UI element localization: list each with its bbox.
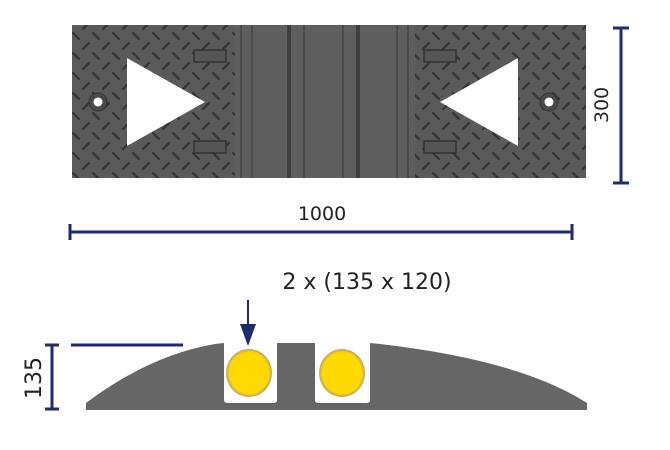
height-label: 300 <box>591 87 613 123</box>
left-bolt-hole-icon <box>88 92 108 112</box>
width-dimension <box>68 224 574 240</box>
side-view <box>86 343 587 410</box>
width-label: 1000 <box>298 203 346 225</box>
channel-arrow-icon <box>240 300 256 346</box>
connector-slots <box>193 49 457 154</box>
top-view <box>72 25 586 178</box>
cable-2 <box>319 349 365 397</box>
left-direction-triangle-icon <box>127 58 205 146</box>
side-profile-body <box>86 343 587 410</box>
side-height-label: 135 <box>22 357 47 399</box>
height-dimension <box>613 26 629 185</box>
channel-size-label: 2 x (135 x 120) <box>282 270 451 295</box>
cable-1 <box>226 349 272 397</box>
right-direction-triangle-icon <box>440 58 518 146</box>
right-bolt-hole-icon <box>539 92 559 112</box>
center-channel-grooves <box>240 25 409 178</box>
side-height-dimension <box>45 343 183 411</box>
